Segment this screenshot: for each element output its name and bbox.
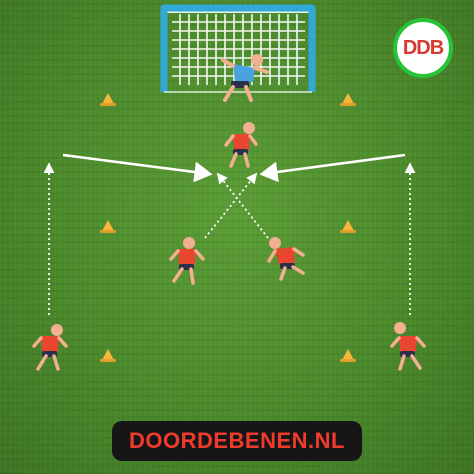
player-icon: [32, 324, 68, 371]
run-arrow-cross-right: [216, 172, 269, 239]
pass-arrow-right: [259, 153, 406, 183]
run-arrow-cross-left: [204, 172, 258, 239]
goal-icon: [160, 4, 316, 93]
banner-text: DOORDEBENEN.NL: [128, 428, 345, 453]
cone-icon: [100, 220, 116, 233]
player-icon: [267, 237, 305, 281]
player-icon: [169, 237, 205, 285]
cone-icon: [340, 349, 356, 362]
logo-text: DDB: [402, 36, 444, 59]
cone-icon: [100, 93, 116, 106]
cone-icon: [340, 220, 356, 233]
website-banner: DOORDEBENEN.NL: [112, 421, 362, 461]
brand-logo: DDB: [393, 18, 453, 78]
player-icon: [224, 122, 258, 168]
cone-icon: [100, 349, 116, 362]
cone-icon: [340, 93, 356, 106]
pass-arrow-left: [62, 153, 213, 183]
goalkeeper-icon: [221, 54, 269, 102]
player-icon: [390, 322, 426, 371]
